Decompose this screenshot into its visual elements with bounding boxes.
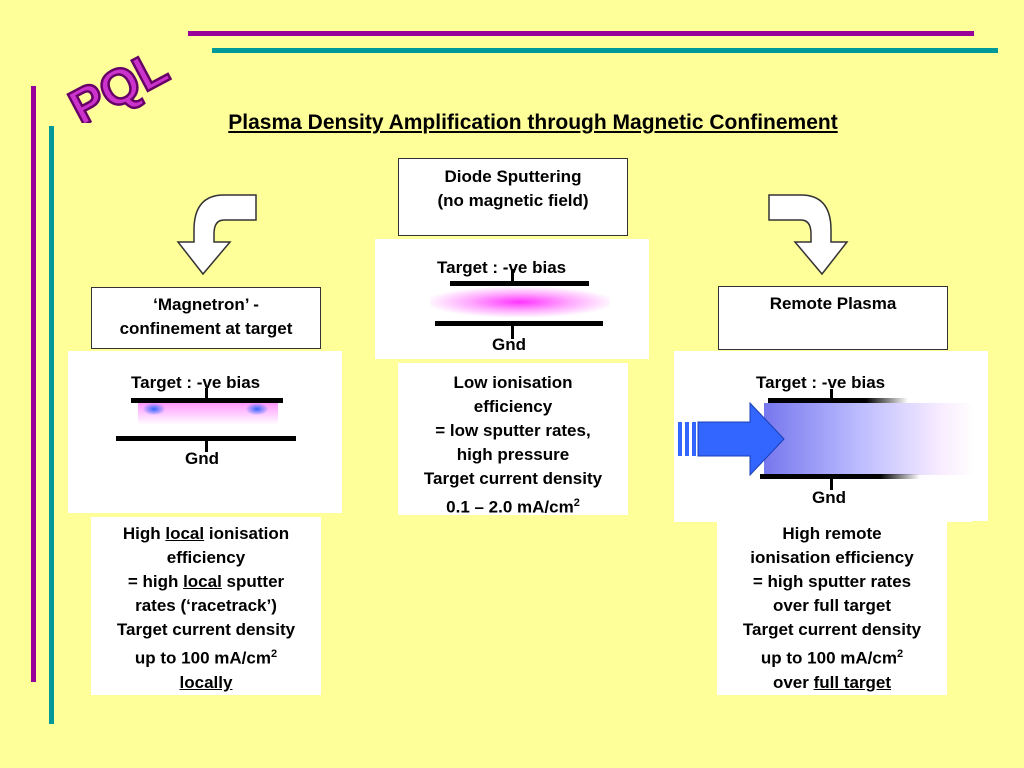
center-heading-line1: Diode Sputtering [444, 167, 582, 186]
right-desc-line2: ionisation efficiency [750, 548, 914, 567]
pql-logo: PQL [59, 37, 179, 123]
right-desc-line6: up to 100 mA/cm2 [717, 642, 947, 671]
center-plasma-glow [430, 287, 610, 317]
center-heading-line2: (no magnetic field) [437, 191, 589, 210]
right-desc-line3: = high sputter rates [752, 572, 912, 591]
top-purple-line [188, 31, 974, 36]
center-description: Low ionisation efficiency = low sputter … [398, 363, 628, 517]
left-teal-line [49, 126, 54, 724]
left-desc-line5: Target current density [116, 620, 296, 639]
center-gnd-plate [435, 321, 603, 326]
right-desc-line1: High remote [782, 524, 882, 543]
left-target-label: Target : -ve bias [131, 373, 261, 392]
center-desc-line6: 0.1 – 2.0 mA/cm2 [398, 491, 628, 520]
left-purple-line [31, 86, 36, 682]
left-target-stub [205, 388, 208, 400]
left-desc-line4: rates (‘racetrack’) [135, 596, 277, 615]
right-desc-sup: 2 [896, 648, 904, 660]
center-target-plate [450, 281, 589, 286]
center-desc-line1: Low ionisation [453, 373, 573, 392]
left-gnd-stub [205, 440, 208, 452]
top-teal-line [212, 48, 998, 53]
left-desc-l1a: High [122, 524, 166, 543]
center-target-label: Target : -ve bias [437, 258, 567, 277]
center-desc-line3: = low sputter rates, [435, 421, 591, 440]
right-target-stub [830, 389, 833, 401]
curved-arrow-left [176, 194, 257, 276]
left-desc-value: up to 100 mA/cm [134, 648, 271, 668]
right-desc-value: up to 100 mA/cm [760, 648, 897, 668]
left-desc-line7: locally [179, 672, 233, 692]
left-description: High local ionisation efficiency = high … [91, 517, 321, 695]
left-desc-l1c: ionisation [204, 524, 290, 543]
right-heading: Remote Plasma [769, 294, 897, 313]
page-title: Plasma Density Amplification through Mag… [228, 111, 838, 134]
left-heading-line1: ‘Magnetron’ - [153, 295, 259, 314]
center-target-stub [511, 269, 514, 283]
right-gnd-stub [830, 478, 833, 490]
right-desc-line7: over full target [717, 671, 947, 695]
center-desc-sup: 2 [573, 497, 580, 509]
right-injection-arrow [678, 401, 785, 477]
center-gnd-label: Gnd [492, 335, 526, 354]
center-desc-line2: efficiency [473, 397, 553, 416]
right-diagram-panel: Target : -ve bias Gnd [674, 351, 988, 522]
right-desc-l7a: over [772, 672, 814, 692]
left-gnd-label: Gnd [185, 449, 219, 468]
left-desc-line6: up to 100 mA/cm2 [91, 642, 321, 671]
left-heading-line2: confinement at target [119, 319, 293, 338]
left-desc-sup: 2 [270, 648, 278, 660]
center-heading-box: Diode Sputtering (no magnetic field) [398, 158, 628, 236]
right-description: High remote ionisation efficiency = high… [717, 519, 947, 695]
left-desc-l1b: local [165, 524, 205, 543]
left-diagram-panel: Target : -ve bias Gnd [68, 351, 342, 513]
right-heading-box: Remote Plasma [718, 286, 948, 350]
right-plasma-region [764, 403, 974, 475]
center-diagram-panel: Target : -ve bias Gnd [375, 239, 649, 359]
right-desc-line4: over full target [772, 596, 892, 615]
left-desc-line3: = high local sputter [91, 570, 321, 594]
left-gnd-plate [116, 436, 296, 441]
right-target-plate [768, 398, 908, 403]
left-racetrack-spot-1 [143, 403, 165, 415]
right-target-label: Target : -ve bias [756, 373, 886, 392]
center-desc-line5: Target current density [423, 469, 603, 488]
left-racetrack-spot-2 [246, 403, 268, 415]
center-desc-line4: high pressure [456, 445, 570, 464]
right-gnd-label: Gnd [812, 488, 846, 507]
center-desc-value: 0.1 – 2.0 mA/cm [446, 497, 574, 517]
left-plasma-band [138, 403, 278, 425]
left-desc-line2: efficiency [166, 548, 246, 567]
left-desc-l3a: = high [127, 572, 184, 591]
right-desc-line5: Target current density [742, 620, 922, 639]
left-target-plate [131, 398, 283, 403]
left-desc-line1: High local ionisation [91, 522, 321, 546]
curved-arrow-right [768, 194, 849, 276]
left-heading-box: ‘Magnetron’ - confinement at target [91, 287, 321, 349]
right-desc-l7b: full target [813, 672, 892, 692]
left-desc-l3c: sputter [221, 572, 285, 591]
right-gnd-plate [760, 474, 920, 479]
center-gnd-stub [511, 325, 514, 339]
left-desc-l3b: local [183, 572, 222, 591]
